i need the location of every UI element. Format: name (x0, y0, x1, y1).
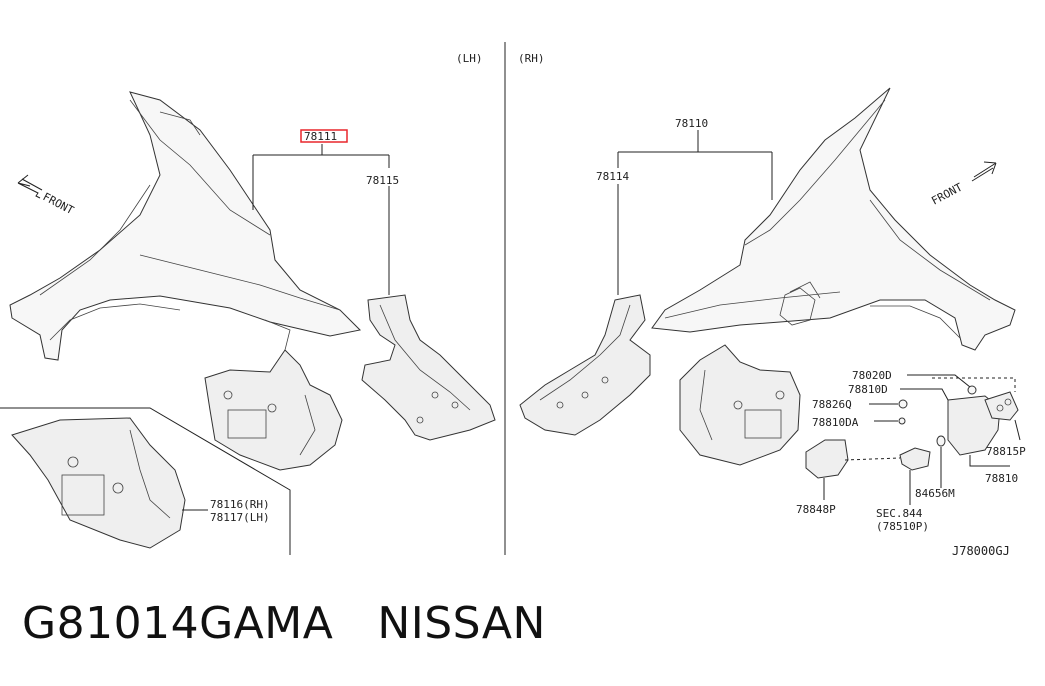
rear-fender-rh (651, 87, 1016, 351)
inner-panel-78114 (519, 294, 651, 436)
label-78826Q: 78826Q (812, 398, 852, 411)
label-78114: 78114 (596, 170, 629, 183)
label-84656M: 84656M (915, 487, 955, 500)
label-78810DA: 78810DA (812, 416, 859, 429)
front-arrow-left: FRONT (17, 174, 77, 217)
label-side-lh: (LH) (456, 52, 483, 65)
label-side-rh: (RH) (518, 52, 545, 65)
leader-78111 (252, 144, 390, 210)
label-78111: 78111 (304, 130, 337, 143)
label-78810: 78810 (985, 472, 1018, 485)
label-front-left: FRONT (41, 190, 77, 217)
label-78810D: 78810D (848, 383, 888, 396)
label-78020D: 78020D (852, 369, 892, 382)
label-sec844: SEC.844 (876, 507, 923, 520)
leader-78020D (907, 374, 971, 388)
front-arrow-right: FRONT (929, 161, 997, 208)
inner-wheelhouse-rh (679, 344, 801, 466)
part-number: G81014GAMA (22, 598, 334, 649)
leader-78110 (617, 130, 773, 200)
leader-78810 (969, 455, 1010, 467)
label-78116: 78116(RH) (210, 498, 270, 511)
label-78110: 78110 (675, 117, 708, 130)
leader-78810D (900, 388, 949, 401)
diagram-code: J78000GJ (952, 544, 1010, 558)
rear-fender-lh (9, 91, 362, 361)
label-78510P: (78510P) (876, 520, 929, 533)
label-78815P: 78815P (986, 445, 1026, 458)
inner-panel-78115 (361, 294, 496, 441)
label-78115: 78115 (366, 174, 399, 187)
fuel-filler-assembly (805, 377, 1019, 479)
brand-name: NISSAN (377, 598, 546, 649)
part-footer: G81014GAMA NISSAN (22, 598, 546, 649)
inset-lower-panel (0, 407, 291, 555)
label-78848P: 78848P (796, 503, 836, 516)
label-78117: 78117(LH) (210, 511, 270, 524)
label-front-right: FRONT (929, 180, 965, 207)
leader-78815P (1014, 419, 1021, 441)
highlight-box-78111 (300, 129, 348, 143)
inner-wheelhouse-lh (204, 319, 343, 471)
